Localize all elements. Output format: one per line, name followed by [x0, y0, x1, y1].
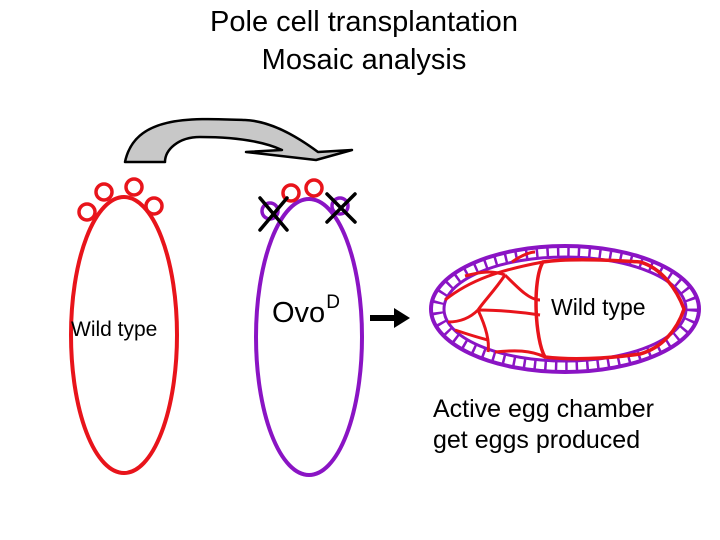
title-line-1: Pole cell transplantation	[210, 6, 518, 38]
pole-cell	[330, 196, 350, 216]
result-line-1: Active egg chamber	[433, 395, 654, 423]
transfer-arrow	[123, 117, 354, 164]
pole-cell	[281, 183, 301, 203]
egg-chamber	[429, 244, 701, 374]
donor-label: Wild type	[71, 318, 158, 341]
nurse-cell-boundaries	[444, 250, 546, 359]
cross-mark	[325, 192, 357, 224]
pole-cell	[94, 182, 114, 202]
host-embryo	[254, 197, 364, 477]
host-label: OvoD	[272, 292, 340, 330]
host-label-superscript: D	[326, 292, 340, 313]
follicle-layer	[442, 255, 688, 363]
donor-pole-cells	[77, 177, 164, 222]
result-arrow	[370, 308, 410, 328]
pole-cell	[124, 177, 144, 197]
oocyte	[534, 257, 686, 361]
donor-embryo	[69, 195, 179, 475]
pole-cell	[77, 202, 97, 222]
host-label-text: Ovo	[272, 297, 326, 329]
chamber-label: Wild type	[549, 294, 648, 321]
transplanted-pole-cells	[281, 178, 324, 203]
pole-cell	[304, 178, 324, 198]
pole-cell	[144, 196, 164, 216]
result-text: Active egg chamber get eggs produced	[433, 394, 713, 456]
title-line-2: Mosaic analysis	[261, 44, 467, 76]
result-line-2: get eggs produced	[433, 426, 641, 454]
cross-marks	[258, 192, 357, 232]
chamber-outline	[429, 244, 701, 374]
cross-mark	[258, 196, 289, 232]
follicle-cells	[432, 246, 698, 372]
